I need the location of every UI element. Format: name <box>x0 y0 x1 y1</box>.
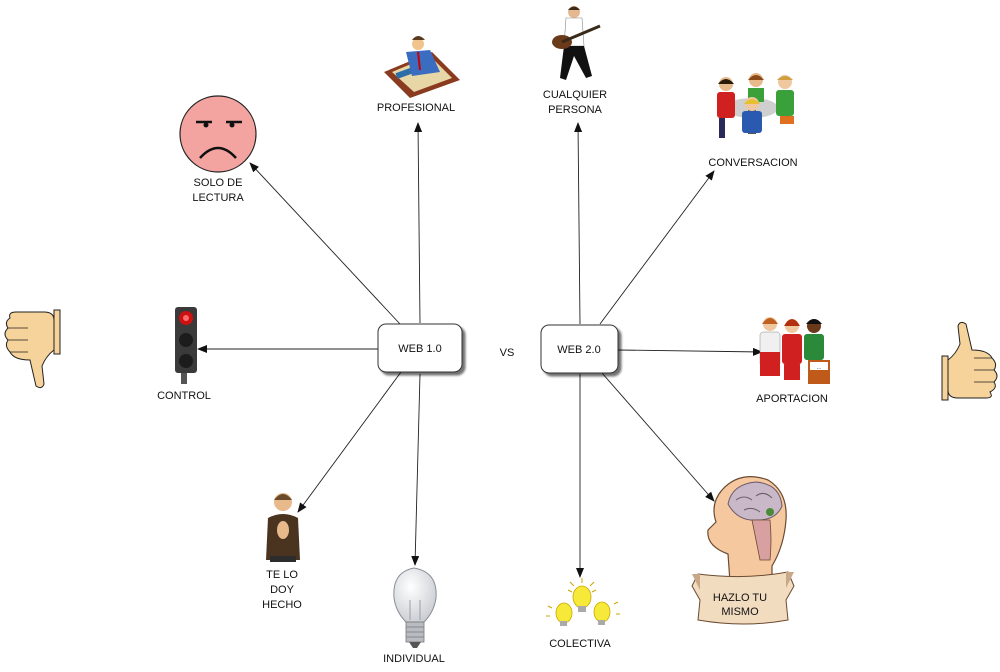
thumbs-up-icon <box>941 321 998 401</box>
label-hazlo-tu: HAZLO TU <box>713 592 767 604</box>
brain-head-icon <box>707 476 787 583</box>
bulbs-icon <box>546 578 620 626</box>
edge-web1-te-lo-doy <box>297 371 402 513</box>
label-individual: INDIVIDUAL <box>383 653 445 665</box>
label-mismo: MISMO <box>721 606 759 618</box>
node-web2[interactable]: WEB 2.0 <box>540 324 619 374</box>
edge-web1-profesional <box>414 122 423 324</box>
node-web1[interactable]: WEB 1.0 <box>377 323 463 373</box>
edge-web1-solo-lectura <box>249 162 401 325</box>
edge-web2-conversacion <box>599 170 715 325</box>
edge-web1-individual <box>411 373 421 566</box>
edge-web2-aportacion <box>617 347 763 356</box>
label-aportacion: APORTACION <box>756 393 828 405</box>
thumbs-down-icon <box>4 309 61 389</box>
lightbulb-icon <box>393 567 437 648</box>
label-lectura: LECTURA <box>192 192 244 204</box>
label-persona: PERSONA <box>548 104 602 116</box>
traffic-light-icon <box>175 307 197 384</box>
edges <box>197 122 763 578</box>
edge-web2-hazlo <box>601 372 715 502</box>
hazlo-scroll: HAZLO TU MISMO <box>691 571 795 625</box>
label-colectiva: COLECTIVA <box>549 638 611 650</box>
praying-man-icon <box>266 493 300 562</box>
person-desk-icon <box>384 36 460 98</box>
group-table-icon <box>717 73 794 138</box>
label-cualquier: CUALQUIER <box>543 89 607 101</box>
sad-face-icon <box>179 95 257 173</box>
edge-web2-cualquier <box>574 122 583 325</box>
guitarist-icon <box>552 6 601 80</box>
label-doy: DOY <box>270 584 295 596</box>
label-control: CONTROL <box>157 390 211 402</box>
vs-label: VS <box>500 347 515 359</box>
svg-text:…: … <box>817 365 822 371</box>
node-web2-label: WEB 2.0 <box>557 344 600 356</box>
label-hecho: HECHO <box>262 599 302 611</box>
node-web1-label: WEB 1.0 <box>398 343 441 355</box>
label-solo-de: SOLO DE <box>194 177 243 189</box>
label-conversacion: CONVERSACION <box>708 157 797 169</box>
presenters-icon: … <box>759 317 830 384</box>
label-profesional: PROFESIONAL <box>377 102 455 114</box>
label-te-lo: TE LO <box>266 569 298 581</box>
